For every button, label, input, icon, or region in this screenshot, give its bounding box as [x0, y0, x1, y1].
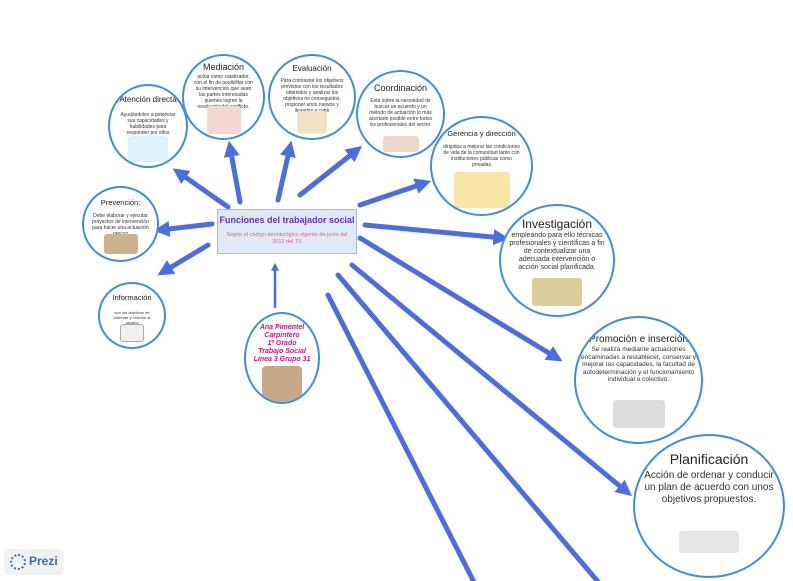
counseling-illustration	[128, 136, 168, 162]
writing-illustration	[120, 324, 144, 342]
node-atencion-directa[interactable]: Atención directa Ayudándoles a potenciar…	[108, 84, 188, 168]
node-title: Promoción e inserción	[589, 334, 688, 345]
node-title: Gerencia y dirección	[447, 129, 516, 138]
arrow-to-promocion	[357, 235, 563, 362]
author-group: Línea 3 Grupo 31	[253, 356, 311, 363]
node-description: Para contrastar los objetivos previstos …	[280, 78, 344, 114]
node-investigacion[interactable]: Investigación empleando para ello técnic…	[499, 204, 615, 317]
mediation-illustration	[206, 106, 241, 134]
node-prevencion[interactable]: Prevención: Debe elaborar y ejecutar pro…	[82, 186, 159, 262]
node-description: Debe elaborar y ejecutar proyectos de in…	[92, 213, 149, 237]
prezi-label: Prezi	[29, 554, 58, 568]
node-description: Se realiza mediante actuaciones encamina…	[581, 346, 696, 383]
arrow-to-atencion	[172, 168, 231, 210]
node-mediacion[interactable]: Mediación actúa como catalizador, con el…	[182, 54, 265, 140]
node-title: Investigación	[521, 217, 593, 231]
node-evaluacion[interactable]: Evaluación Para contrastar los objetivos…	[268, 54, 356, 140]
arrow-to-mediacion	[223, 140, 243, 205]
arrow-to-gerencia	[357, 178, 432, 208]
prezi-logo-icon	[10, 554, 26, 570]
signs-illustration	[103, 234, 138, 254]
node-promocion-insercion[interactable]: Promoción e inserción Se realiza mediant…	[574, 316, 703, 444]
node-description: Está sobre la necesidad de buscar un acu…	[368, 98, 433, 128]
node-description: empleando para ello técnicas profesional…	[509, 232, 605, 271]
arrow-to-investigacion	[362, 222, 510, 246]
central-topic[interactable]: Funciones del trabajador social Según el…	[217, 209, 357, 254]
prezi-badge[interactable]: Prezi	[4, 549, 64, 575]
author-photo	[262, 366, 302, 402]
node-title: Planificación	[669, 451, 749, 467]
central-topic-title: Funciones del trabajador social	[219, 215, 355, 225]
node-description: Acción de ordenar y conducir un plan de …	[644, 470, 774, 505]
node-description: actúa como catalizador, con el fin de po…	[194, 74, 253, 110]
node-title: Prevención:	[100, 198, 141, 207]
node-title: Atención directa	[119, 95, 177, 104]
arrow-off-page-2	[325, 292, 477, 581]
central-topic-subtitle: Según el código deontológico vigente de …	[226, 232, 348, 245]
node-title: Evaluación	[292, 64, 332, 73]
arrow-off-page-1	[335, 272, 601, 581]
author-course: 1º Grado Trabajo Social	[258, 340, 306, 355]
node-title: Mediación	[202, 62, 245, 72]
plan-letters-illustration	[679, 531, 739, 553]
arrow-to-coordinacion	[297, 146, 363, 198]
meeting-illustration	[453, 172, 510, 208]
node-title: Información	[112, 293, 152, 302]
arrow-to-evaluacion	[275, 140, 296, 203]
detective-illustration	[532, 278, 582, 306]
author-card[interactable]: Ana Pimentel Carpintero 1º Grado Trabajo…	[244, 312, 320, 404]
node-informacion[interactable]: Información con los objetivos de informa…	[98, 282, 166, 349]
node-gerencia-direccion[interactable]: Gerencia y dirección dirigidos a mejorar…	[430, 116, 533, 216]
handshake-illustration	[382, 136, 419, 152]
node-title: Coordinación	[373, 83, 428, 93]
checklist-illustration	[297, 111, 327, 133]
author-name: Ana Pimentel Carpintero	[259, 324, 305, 339]
node-description: dirigidos a mejorar las condiciones de v…	[443, 144, 520, 168]
arrow-to-prevencion	[153, 220, 215, 237]
node-description: con los objetivos de informar y orientar…	[113, 310, 151, 325]
node-coordinacion[interactable]: Coordinación Está sobre la necesidad de …	[356, 70, 445, 158]
node-planificacion[interactable]: Planificación Acción de ordenar y conduc…	[633, 434, 785, 578]
arrow-to-planificacion	[349, 262, 632, 497]
arrow-to-informacion	[157, 242, 211, 276]
office-illustration	[612, 400, 665, 428]
